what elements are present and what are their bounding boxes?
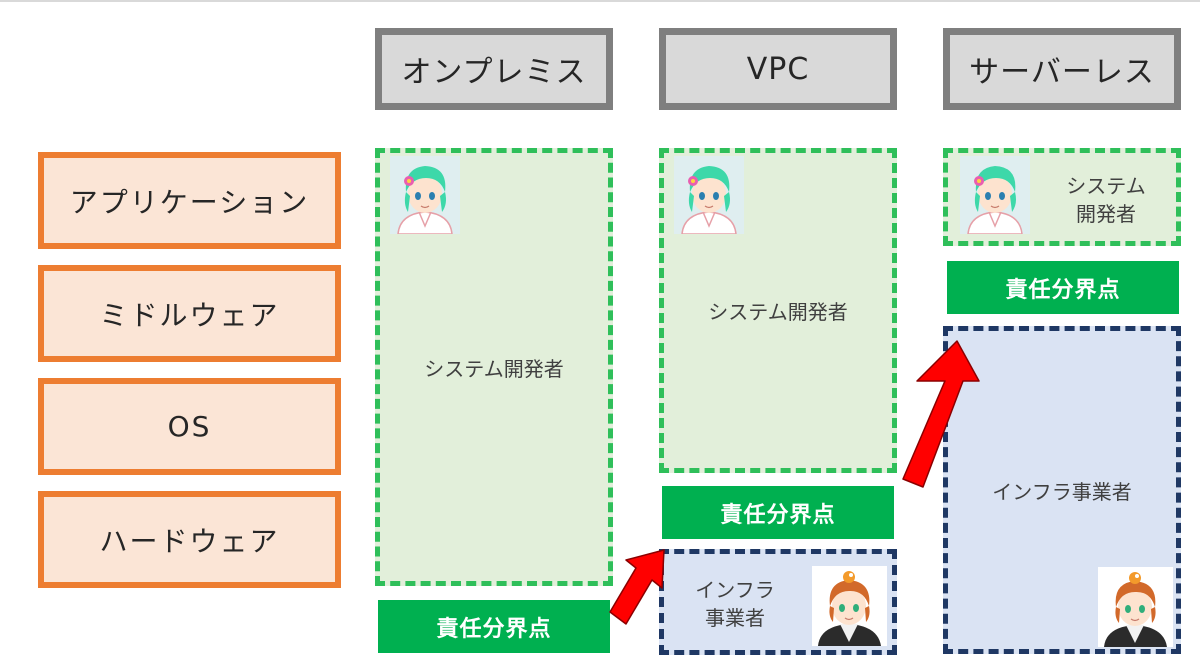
up-arrow-icon [895, 335, 985, 495]
column-header-onpremise: オンプレミス [375, 28, 613, 110]
serverless-responsibility-boundary: 責任分界点 [947, 261, 1179, 314]
developer-role-label: システム開発者 [708, 300, 848, 324]
column-header-serverless: サーバーレス [943, 28, 1181, 110]
column-header-vpc: VPC [659, 28, 897, 110]
infra-avatar-icon [1098, 567, 1173, 647]
developer-avatar-icon [960, 156, 1030, 234]
column-header-label: オンプレミス [401, 55, 587, 90]
infra-role-label: インフラ 事業者 [675, 576, 795, 632]
boundary-label: 責任分界点 [720, 502, 836, 528]
developer-avatar-icon [390, 156, 460, 234]
boundary-label: 責任分界点 [436, 616, 552, 642]
layer-label: OS [167, 410, 212, 443]
layer-hardware: ハードウェア [38, 491, 341, 588]
top-divider [0, 0, 1200, 2]
developer-role-line1: システム [1066, 174, 1146, 198]
infra-avatar-icon [812, 566, 887, 646]
developer-role-line2: 開発者 [1076, 202, 1136, 226]
up-arrow-icon [600, 540, 680, 640]
vpc-responsibility-boundary: 責任分界点 [662, 486, 894, 539]
developer-avatar-icon [674, 156, 744, 234]
boundary-label: 責任分界点 [1005, 277, 1121, 303]
infra-role-line2: 事業者 [705, 606, 765, 630]
layer-os: OS [38, 378, 341, 475]
layer-label: ハードウェア [99, 524, 280, 558]
layer-label: ミドルウェア [99, 298, 280, 332]
layer-middleware: ミドルウェア [38, 265, 341, 362]
infra-role-label: インフラ事業者 [992, 479, 1132, 504]
developer-role-label: システム開発者 [424, 356, 564, 381]
layer-label: アプリケーション [69, 185, 310, 219]
column-header-label: サーバーレス [969, 55, 1155, 90]
layer-application: アプリケーション [38, 152, 341, 249]
infra-role-line1: インフラ [695, 578, 775, 602]
developer-role-label: システム 開発者 [1046, 172, 1166, 228]
onpremise-responsibility-boundary: 責任分界点 [378, 600, 610, 653]
column-header-label: VPC [746, 51, 810, 87]
